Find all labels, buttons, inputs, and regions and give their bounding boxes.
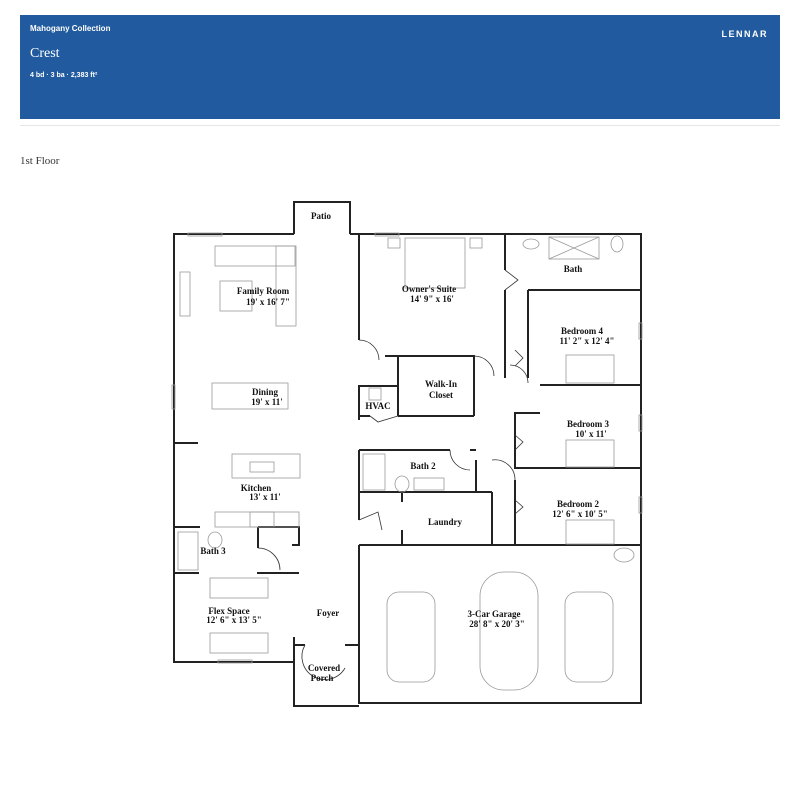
room-dining-dims: 19' x 11': [251, 397, 283, 407]
exterior-walls: [173, 201, 642, 707]
furniture: [177, 235, 635, 691]
collection-name: Mahogany Collection: [30, 24, 111, 33]
room-bed3-name: Bedroom 3: [567, 419, 610, 429]
room-foyer: Foyer: [317, 608, 340, 618]
room-patio: Patio: [311, 211, 331, 221]
room-bed2-name: Bedroom 2: [557, 499, 600, 509]
doors: [257, 269, 529, 680]
room-kitchen-name: Kitchen: [241, 483, 272, 493]
room-flex-name: Flex Space: [208, 606, 249, 616]
header-divider: [20, 125, 780, 126]
room-porch-name2: Porch: [311, 673, 334, 683]
room-flex-dims: 12' 6" x 13' 5": [206, 615, 262, 625]
room-garage-name: 3-Car Garage: [467, 609, 520, 619]
room-owners-name: Owner's Suite: [402, 284, 456, 294]
plan-title: Crest: [30, 46, 60, 61]
room-closet-name2: Closet: [429, 390, 453, 400]
room-owners-dims: 14' 9" x 16': [410, 294, 454, 304]
room-bath3: Bath 3: [200, 546, 226, 556]
plan-header: Mahogany Collection Crest 4 bd · 3 ba · …: [20, 15, 780, 119]
room-kitchen-dims: 13' x 11': [249, 492, 281, 502]
room-bed3-dims: 10' x 11': [575, 429, 607, 439]
brand-logo: LENNAR: [721, 29, 768, 39]
room-porch-name: Covered: [308, 663, 340, 673]
room-hvac: HVAC: [365, 401, 390, 411]
room-labels: Patio Family Room 19' x 16' 7" Owner's S…: [200, 211, 614, 683]
room-family-dims: 19' x 16' 7": [246, 297, 290, 307]
room-bed2-dims: 12' 6" x 10' 5": [552, 509, 608, 519]
room-laundry: Laundry: [428, 517, 463, 527]
floor-label: 1st Floor: [20, 155, 60, 167]
room-closet-name: Walk-In: [425, 379, 457, 389]
room-bath-name: Bath: [564, 264, 583, 274]
room-garage-dims: 28' 8" x 20' 3": [469, 619, 525, 629]
room-dining-name: Dining: [252, 387, 279, 397]
room-bath2-name: Bath 2: [410, 461, 436, 471]
room-bed4-dims: 11' 2" x 12' 4": [560, 336, 615, 346]
windows: [171, 232, 643, 664]
plan-stats: 4 bd · 3 ba · 2,383 ft²: [30, 72, 98, 79]
room-family-name: Family Room: [237, 286, 290, 296]
room-bed4-name: Bedroom 4: [561, 326, 604, 336]
